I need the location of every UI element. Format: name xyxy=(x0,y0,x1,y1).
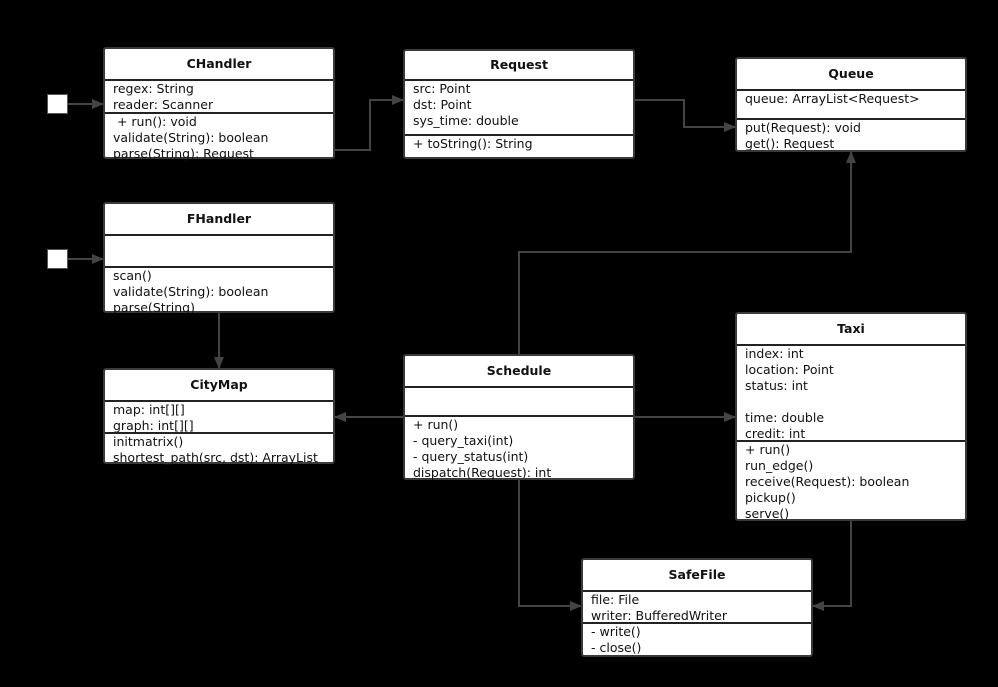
methods-section: + run()run_edge()receive(Request): boole… xyxy=(737,442,965,523)
method: parse(String): Request xyxy=(113,146,254,161)
attribute: reader: Scanner xyxy=(113,97,214,112)
method: run_edge() xyxy=(745,458,814,473)
method: pickup() xyxy=(745,490,796,505)
class-name: CityMap xyxy=(105,370,333,402)
arrow-chandler-to-request xyxy=(334,95,404,151)
attributes-section: queue: ArrayList<Request> xyxy=(737,91,965,120)
attribute: sys_time: double xyxy=(413,113,519,128)
attribute: credit: int xyxy=(745,426,806,441)
methods-section: + run()- query_taxi(int)- query_status(i… xyxy=(405,417,633,482)
arrow-request-to-queue xyxy=(634,99,736,132)
method: + toString(): String xyxy=(413,136,533,151)
method: receive(Request): boolean xyxy=(745,474,910,489)
class-name: CHandler xyxy=(105,49,333,81)
attribute: src: Point xyxy=(413,81,471,96)
method: parse(String) xyxy=(113,300,195,315)
class-name: Taxi xyxy=(737,314,965,346)
method: get(): Request xyxy=(745,136,835,151)
class-name: Queue xyxy=(737,59,965,91)
class-name: FHandler xyxy=(105,204,333,236)
initial-node-2 xyxy=(47,249,68,269)
method: initmatrix() xyxy=(113,434,184,449)
initial-node-1 xyxy=(47,94,68,114)
attributes-section xyxy=(105,236,333,268)
attribute: regex: String xyxy=(113,81,194,96)
method: + run(): void xyxy=(113,114,197,129)
attributes-section: map: int[][]graph: int[][] xyxy=(105,402,333,434)
arrow-schedule-to-queue xyxy=(518,151,856,355)
attribute: index: int xyxy=(745,346,804,361)
arrow-taxi-to-safefile xyxy=(812,520,852,611)
class-name: SafeFile xyxy=(583,560,811,592)
class-name: Schedule xyxy=(405,356,633,388)
attribute: writer: BufferedWriter xyxy=(591,608,727,623)
class-schedule: Schedule + run()- query_taxi(int)- query_… xyxy=(403,354,635,480)
method: dispatch(Request): int xyxy=(413,465,552,480)
attribute: map: int[][] xyxy=(113,402,185,417)
attribute: graph: int[][] xyxy=(113,418,194,433)
method: validate(String): boolean xyxy=(113,130,269,145)
method: - write() xyxy=(591,624,641,639)
attribute: dst: Point xyxy=(413,97,472,112)
attribute: file: File xyxy=(591,592,640,607)
attribute: queue: ArrayList<Request> xyxy=(745,91,920,106)
attributes-section xyxy=(405,388,633,417)
methods-section: initmatrix()shortest_path(src, dst): Arr… xyxy=(105,434,333,466)
method: serve() xyxy=(745,506,790,521)
method: + run() xyxy=(413,417,459,432)
attribute: location: Point xyxy=(745,362,834,377)
method: scan() xyxy=(113,268,152,283)
attribute: status: int xyxy=(745,378,808,393)
method: validate(String): boolean xyxy=(113,284,269,299)
method: + run() xyxy=(745,442,791,457)
methods-section: - write()- close() xyxy=(583,624,811,659)
method: - close() xyxy=(591,640,642,655)
method: - query_taxi(int) xyxy=(413,433,514,448)
attribute xyxy=(745,394,957,410)
arrow-schedule-to-safefile xyxy=(518,479,582,611)
method: put(Request): void xyxy=(745,120,861,135)
attribute: time: double xyxy=(745,410,825,425)
method: - query_status(int) xyxy=(413,449,529,464)
methods-section: + toString(): String xyxy=(405,136,633,161)
method: shortest_path(src, dst): ArrayList xyxy=(113,450,318,465)
class-name: Request xyxy=(405,51,633,81)
